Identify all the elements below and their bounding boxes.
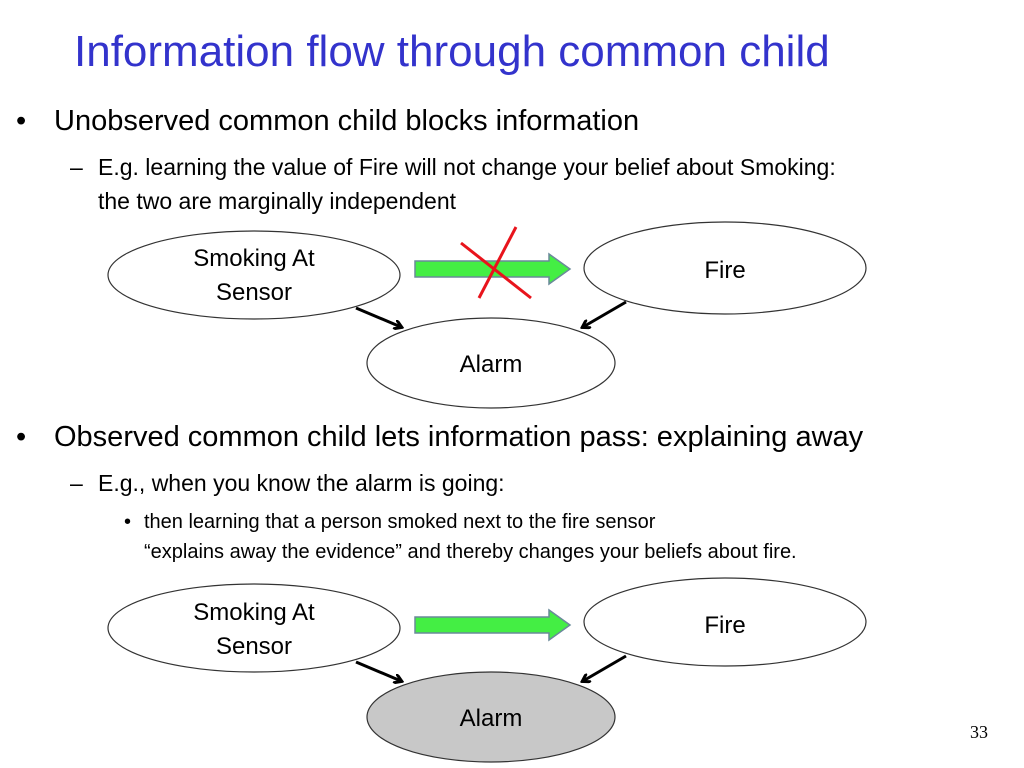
sub-bullet-example-1: – E.g. learning the value of Fire will n… <box>70 150 836 218</box>
node-alarm-label: Alarm <box>460 705 523 732</box>
node-alarm: Alarm <box>366 317 616 409</box>
node-fire-label: Fire <box>704 612 745 639</box>
slide-title: Information flow through common child <box>74 27 830 76</box>
bullet-text: Unobserved common child blocks informati… <box>54 105 640 137</box>
bullet-unobserved-child: • Unobserved common child blocks informa… <box>16 104 640 139</box>
green-arrow-icon <box>414 608 572 642</box>
small-bullet-dot-icon: • <box>124 511 132 533</box>
bullet-observed-child: • Observed common child lets information… <box>16 420 864 455</box>
sub-bullet-text-line1: E.g. learning the value of Fire will not… <box>98 154 836 180</box>
node-fire: Fire <box>583 221 867 315</box>
node-alarm-observed: Alarm <box>366 671 616 763</box>
diagram-observed: Smoking At Sensor Fire Alarm <box>107 577 867 763</box>
node-smoking-at-sensor: Smoking At Sensor <box>107 230 401 320</box>
sub-sub-bullet-text-line1: then learning that a person smoked next … <box>144 511 656 533</box>
node-smoking-label-line1: Smoking At <box>193 599 315 626</box>
sub-sub-bullet-explaining-away: • then learning that a person smoked nex… <box>124 507 797 567</box>
en-dash-icon: – <box>70 154 83 180</box>
edge-smoking-to-alarm <box>355 306 401 327</box>
edge-fire-to-alarm <box>583 300 627 327</box>
bullet-dot-icon: • <box>16 105 27 137</box>
node-smoking-at-sensor: Smoking At Sensor <box>107 583 401 673</box>
node-alarm-label: Alarm <box>460 351 523 378</box>
node-smoking-label-line2: Sensor <box>216 633 292 660</box>
sub-bullet-example-2: – E.g., when you know the alarm is going… <box>70 466 505 500</box>
edge-smoking-to-alarm <box>355 660 401 681</box>
sub-sub-bullet-text-line2: “explains away the evidence” and thereby… <box>144 541 797 563</box>
node-smoking-label-line1: Smoking At <box>193 245 315 272</box>
sub-bullet-text: E.g., when you know the alarm is going: <box>98 470 505 496</box>
edge-fire-to-alarm <box>583 654 627 681</box>
node-fire-label: Fire <box>704 257 745 284</box>
red-cross-icon <box>460 226 532 300</box>
slide-number: 33 <box>970 722 988 742</box>
en-dash-icon: – <box>70 470 83 496</box>
diagram-unobserved: Smoking At Sensor Fire Alarm <box>107 221 867 409</box>
bullet-dot-icon: • <box>16 421 27 453</box>
bullet-text: Observed common child lets information p… <box>54 421 864 453</box>
node-smoking-label-line2: Sensor <box>216 279 292 306</box>
sub-bullet-text-line2: the two are marginally independent <box>98 188 457 214</box>
node-fire: Fire <box>583 577 867 667</box>
